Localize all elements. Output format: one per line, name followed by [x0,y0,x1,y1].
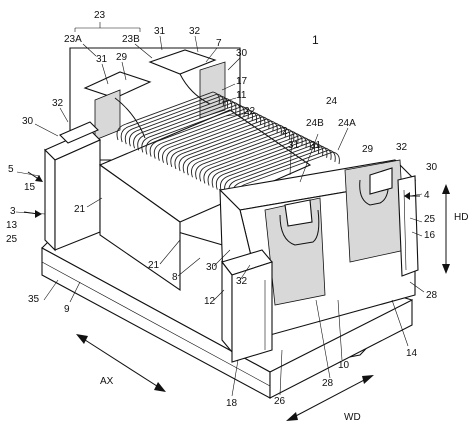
label-35: 35 [28,294,40,305]
label-32c: 32 [396,142,408,153]
label-30b: 30 [22,116,34,127]
wire-turn [128,97,233,147]
wire-turn [116,91,220,141]
label-22: 22 [244,106,256,117]
wire-turn [220,143,324,192]
dimension-arrows [23,171,450,421]
label-29b: 29 [362,144,374,155]
wire-turn [207,137,311,186]
label-24: 24 [326,96,338,107]
label-28b: 28 [322,378,334,389]
wire-turn [191,128,295,178]
right-end-post [397,175,419,277]
wire-turn [145,106,249,155]
label-23A: 23A [64,34,82,45]
wire-turn [162,114,266,163]
wire-turn [166,116,270,165]
label-9: 9 [64,304,70,315]
label-10: 10 [338,360,350,371]
wire-turn [141,103,245,153]
label-4: 4 [424,190,430,201]
wire-turn [157,112,262,161]
wire-turn [153,110,258,159]
label-23B: 23B [122,34,140,45]
wire-turn [199,132,303,182]
label-32b: 32 [52,98,64,109]
label-23: 23 [94,10,106,21]
wire-turn [133,99,237,149]
label-30a: 30 [236,48,248,59]
label-32d: 32 [236,276,248,287]
label-2: 2 [282,126,288,137]
label-30c: 30 [426,162,438,173]
label-29a: 29 [116,52,128,63]
wire-turn [203,134,307,184]
front-end-post [221,249,273,363]
label-28a: 28 [426,290,438,301]
wire-turn [174,120,278,170]
label-16: 16 [424,230,436,241]
label-13: 13 [6,220,18,231]
label-25a: 25 [6,234,18,245]
wire-turn [124,95,229,145]
label-30d: 30 [206,262,218,273]
label-15: 15 [24,182,36,193]
core-drum [98,109,312,292]
figure-ref-numeral: 1 [312,33,319,47]
wire-turn [178,122,282,172]
wire-turn [215,141,320,190]
label-18: 18 [226,398,238,409]
wire-turn [170,118,274,168]
wire-turn [149,108,253,157]
reference-labels: 23 23A 23B 31 32 7 30 31 29 17 11 22 32 … [6,10,468,423]
label-14: 14 [406,348,418,359]
label-3: 3 [10,206,16,217]
label-17: 17 [236,76,248,87]
label-8: 8 [172,272,178,283]
label-11: 11 [236,90,247,101]
label-31c: 31 [288,140,300,151]
label-31d: 31 [310,140,322,151]
label-31b: 31 [96,54,108,65]
label-24B: 24B [306,118,324,129]
label-32a: 32 [189,26,201,37]
label-12: 12 [204,296,216,307]
label-21b: 21 [148,260,160,271]
wire-turn [195,130,299,180]
wire-turn [137,101,241,151]
wire-turn [182,124,287,174]
label-21a: 21 [74,204,86,215]
label-7: 7 [216,38,222,49]
label-31a: 31 [154,26,166,37]
label-25b: 25 [424,214,436,225]
label-26: 26 [274,396,286,407]
wire-turn [186,126,291,176]
label-5: 5 [8,164,14,175]
wire-turn [224,145,328,194]
wire-turn [120,93,224,143]
leader-lines [15,22,425,397]
left-end-wall [44,121,101,252]
wire-turn [211,139,315,188]
label-WD: WD [344,412,361,423]
label-AX: AX [100,376,114,387]
label-HD: HD [454,212,468,223]
label-24A: 24A [338,118,356,129]
